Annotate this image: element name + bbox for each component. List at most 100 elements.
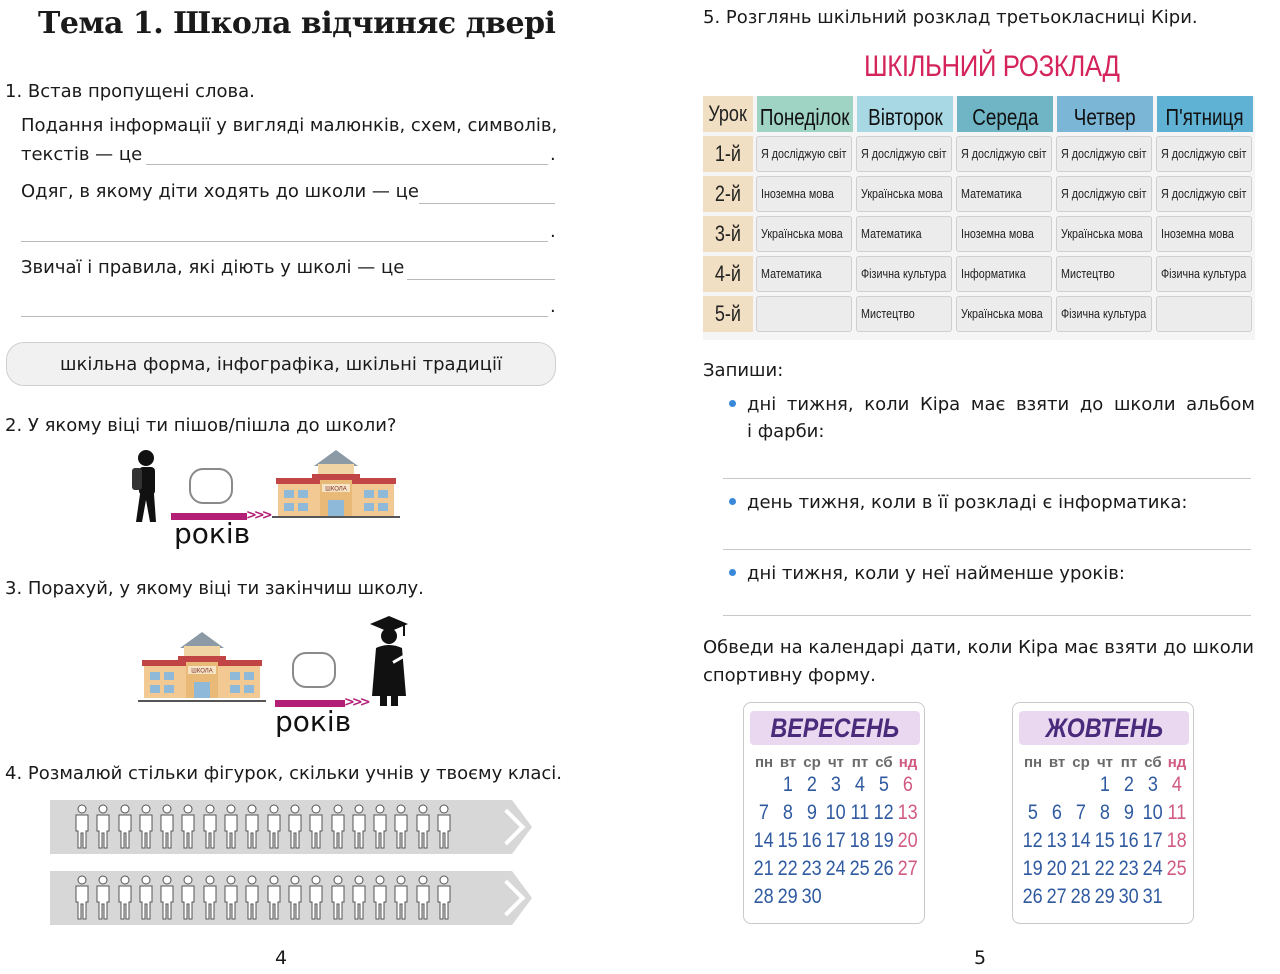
calendar-date[interactable]: 1 — [782, 773, 794, 796]
calendar-date[interactable]: 2 — [806, 773, 818, 796]
calendar-date[interactable]: 9 — [806, 801, 818, 824]
person-figure-icon[interactable] — [222, 875, 240, 921]
person-figure-icon[interactable] — [286, 804, 304, 850]
calendar-date[interactable]: 6 — [1051, 801, 1063, 824]
answer-line[interactable] — [21, 316, 548, 317]
calendar-date[interactable]: 5 — [1027, 801, 1039, 824]
calendar-date[interactable]: 4 — [1171, 773, 1183, 796]
calendar-date[interactable]: 11 — [850, 801, 870, 824]
answer-line[interactable] — [723, 615, 1251, 616]
calendar-date[interactable]: 17 — [825, 829, 847, 852]
calendar-date[interactable]: 30 — [801, 885, 823, 908]
calendar-date[interactable]: 8 — [782, 801, 794, 824]
calendar-date[interactable]: 20 — [1046, 857, 1068, 880]
calendar-date[interactable]: 30 — [1118, 885, 1140, 908]
calendar-date[interactable]: 12 — [873, 801, 895, 824]
answer-line[interactable] — [146, 164, 548, 165]
calendar-date[interactable]: 3 — [830, 773, 842, 796]
person-figure-icon[interactable] — [243, 875, 261, 921]
person-figure-icon[interactable] — [329, 804, 347, 850]
calendar-date[interactable]: 17 — [1142, 829, 1164, 852]
age-input-bubble[interactable] — [292, 652, 336, 688]
calendar-date[interactable]: 10 — [825, 801, 847, 824]
person-figure-icon[interactable] — [243, 804, 261, 850]
calendar-date[interactable]: 26 — [1022, 885, 1044, 908]
figure-row[interactable] — [73, 804, 453, 850]
person-figure-icon[interactable] — [265, 804, 283, 850]
person-figure-icon[interactable] — [371, 875, 389, 921]
person-figure-icon[interactable] — [435, 804, 453, 850]
person-figure-icon[interactable] — [201, 875, 219, 921]
calendar-date[interactable]: 28 — [1070, 885, 1092, 908]
calendar-date[interactable]: 21 — [753, 857, 775, 880]
answer-line[interactable] — [723, 478, 1251, 479]
calendar-date[interactable]: 24 — [825, 857, 847, 880]
calendar-date[interactable]: 19 — [1022, 857, 1044, 880]
calendar-date[interactable]: 24 — [1142, 857, 1164, 880]
person-figure-icon[interactable] — [179, 804, 197, 850]
calendar-date[interactable]: 31 — [1142, 885, 1164, 908]
calendar-date[interactable]: 18 — [849, 829, 871, 852]
person-figure-icon[interactable] — [307, 804, 325, 850]
figure-row[interactable] — [73, 875, 453, 921]
calendar-date[interactable]: 27 — [1046, 885, 1068, 908]
calendar-date[interactable]: 19 — [873, 829, 895, 852]
calendar-date[interactable]: 15 — [1094, 829, 1116, 852]
calendar-date[interactable]: 12 — [1022, 829, 1044, 852]
calendar-date[interactable]: 9 — [1123, 801, 1135, 824]
calendar-date[interactable]: 29 — [1094, 885, 1116, 908]
person-figure-icon[interactable] — [350, 875, 368, 921]
person-figure-icon[interactable] — [201, 804, 219, 850]
calendar-date[interactable]: 25 — [1166, 857, 1188, 880]
person-figure-icon[interactable] — [158, 804, 176, 850]
calendar-date[interactable]: 5 — [878, 773, 890, 796]
person-figure-icon[interactable] — [414, 875, 432, 921]
person-figure-icon[interactable] — [222, 804, 240, 850]
person-figure-icon[interactable] — [116, 804, 134, 850]
calendar-date[interactable]: 23 — [801, 857, 823, 880]
answer-line[interactable] — [407, 279, 555, 280]
person-figure-icon[interactable] — [265, 875, 283, 921]
person-figure-icon[interactable] — [73, 875, 91, 921]
answer-line[interactable] — [419, 203, 555, 204]
calendar-date[interactable]: 18 — [1166, 829, 1188, 852]
calendar-date[interactable]: 26 — [873, 857, 895, 880]
calendar-date[interactable]: 16 — [1118, 829, 1140, 852]
calendar-date[interactable]: 6 — [902, 773, 914, 796]
calendar-date[interactable]: 7 — [758, 801, 770, 824]
calendar-date[interactable]: 22 — [777, 857, 799, 880]
person-figure-icon[interactable] — [137, 804, 155, 850]
person-figure-icon[interactable] — [286, 875, 304, 921]
calendar-date[interactable]: 3 — [1147, 773, 1159, 796]
person-figure-icon[interactable] — [94, 875, 112, 921]
calendar-date[interactable]: 25 — [849, 857, 871, 880]
calendar-date[interactable]: 15 — [777, 829, 799, 852]
calendar-date[interactable]: 10 — [1142, 801, 1164, 824]
person-figure-icon[interactable] — [329, 875, 347, 921]
calendar-date[interactable]: 27 — [897, 857, 919, 880]
age-input-bubble[interactable] — [189, 468, 233, 504]
person-figure-icon[interactable] — [414, 804, 432, 850]
person-figure-icon[interactable] — [307, 875, 325, 921]
calendar-date[interactable]: 1 — [1099, 773, 1111, 796]
answer-line[interactable] — [723, 549, 1251, 550]
calendar-date[interactable]: 21 — [1070, 857, 1092, 880]
person-figure-icon[interactable] — [73, 804, 91, 850]
person-figure-icon[interactable] — [392, 804, 410, 850]
person-figure-icon[interactable] — [179, 875, 197, 921]
calendar-date[interactable]: 14 — [1070, 829, 1092, 852]
calendar-date[interactable]: 22 — [1094, 857, 1116, 880]
person-figure-icon[interactable] — [435, 875, 453, 921]
calendar-date[interactable]: 4 — [854, 773, 866, 796]
person-figure-icon[interactable] — [371, 804, 389, 850]
person-figure-icon[interactable] — [350, 804, 368, 850]
person-figure-icon[interactable] — [137, 875, 155, 921]
person-figure-icon[interactable] — [116, 875, 134, 921]
calendar-date[interactable]: 11 — [1167, 801, 1187, 824]
answer-line[interactable] — [21, 241, 548, 242]
calendar-date[interactable]: 14 — [753, 829, 775, 852]
person-figure-icon[interactable] — [158, 875, 176, 921]
calendar-date[interactable]: 23 — [1118, 857, 1140, 880]
person-figure-icon[interactable] — [392, 875, 410, 921]
calendar-date[interactable]: 20 — [897, 829, 919, 852]
